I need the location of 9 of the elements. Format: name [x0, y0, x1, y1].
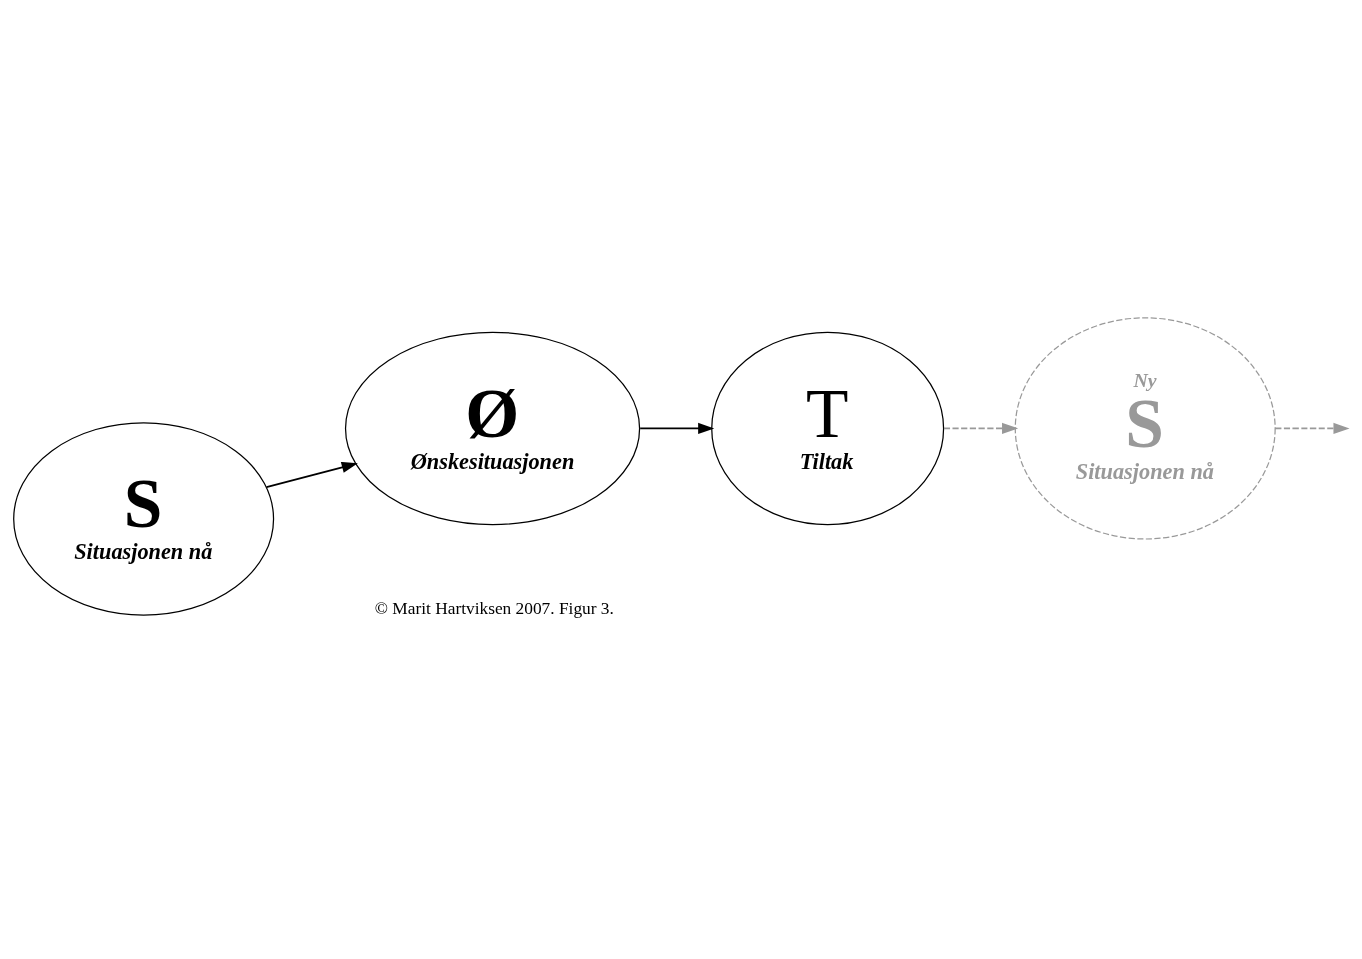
arrow: [639, 422, 715, 435]
node-ellipse: Ny S Situasjonen nå: [1014, 317, 1276, 540]
label: © Marit Hartviksen 2007. Figur 3.: [374, 599, 614, 619]
node-ellipse: S Situasjonen nå: [13, 422, 275, 616]
arrow: [265, 461, 358, 489]
node-ellipse: T Tiltak: [711, 331, 945, 526]
arrow: [1274, 422, 1350, 435]
arrow: [943, 422, 1019, 435]
node-ellipse: Ø Ønskesituasjonen: [344, 331, 641, 526]
